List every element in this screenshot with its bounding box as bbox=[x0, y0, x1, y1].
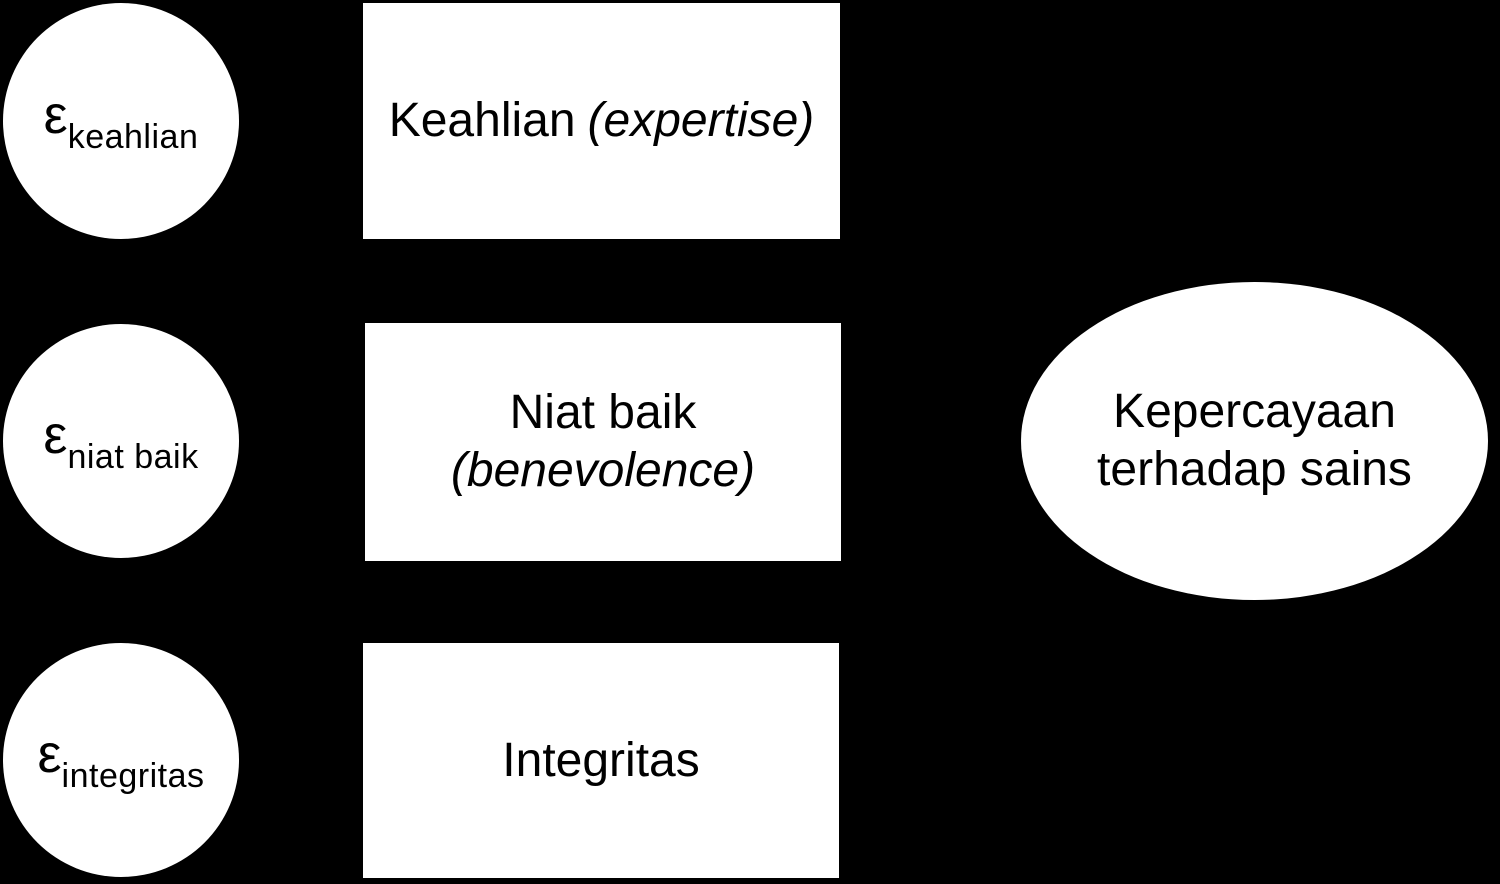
epsilon-subscript: keahlian bbox=[67, 118, 199, 156]
indicator-box-niat-baik: Niat baik (benevolence) bbox=[365, 323, 841, 561]
epsilon-subscript: niat baik bbox=[67, 438, 199, 476]
latent-variable-line2: terhadap sains bbox=[1097, 443, 1412, 496]
indicator-label-niat-baik: Niat baik (benevolence) bbox=[451, 384, 755, 499]
indicator-name: Keahlian bbox=[388, 94, 576, 148]
epsilon-symbol: ε bbox=[43, 85, 68, 145]
latent-variable-ellipse-kepercayaan: Kepercayaan terhadap sains bbox=[1021, 282, 1488, 600]
error-term-label-integritas: εintegritas bbox=[37, 727, 204, 793]
indicator-box-integritas: Integritas bbox=[363, 643, 839, 878]
error-term-label-keahlian: εkeahlian bbox=[44, 88, 199, 154]
indicator-name: Integritas bbox=[502, 733, 700, 787]
indicator-box-keahlian: Keahlian(expertise) bbox=[363, 3, 840, 239]
indicator-translation: (expertise) bbox=[587, 94, 815, 148]
indicator-label-keahlian: Keahlian(expertise) bbox=[389, 92, 815, 150]
error-term-circle-integritas: εintegritas bbox=[3, 643, 239, 877]
latent-variable-line1: Kepercayaan bbox=[1113, 385, 1396, 439]
indicator-translation: (benevolence) bbox=[450, 444, 756, 497]
error-term-label-niat-baik: εniat baik bbox=[43, 408, 198, 474]
error-term-circle-niat-baik: εniat baik bbox=[3, 324, 239, 558]
epsilon-subscript: integritas bbox=[61, 757, 205, 795]
epsilon-symbol: ε bbox=[43, 405, 68, 465]
error-term-circle-keahlian: εkeahlian bbox=[3, 3, 239, 239]
indicator-name: Niat baik bbox=[509, 386, 697, 440]
latent-variable-label: Kepercayaan terhadap sains bbox=[1097, 383, 1412, 498]
indicator-label-integritas: Integritas bbox=[502, 732, 699, 790]
epsilon-symbol: ε bbox=[37, 724, 62, 784]
